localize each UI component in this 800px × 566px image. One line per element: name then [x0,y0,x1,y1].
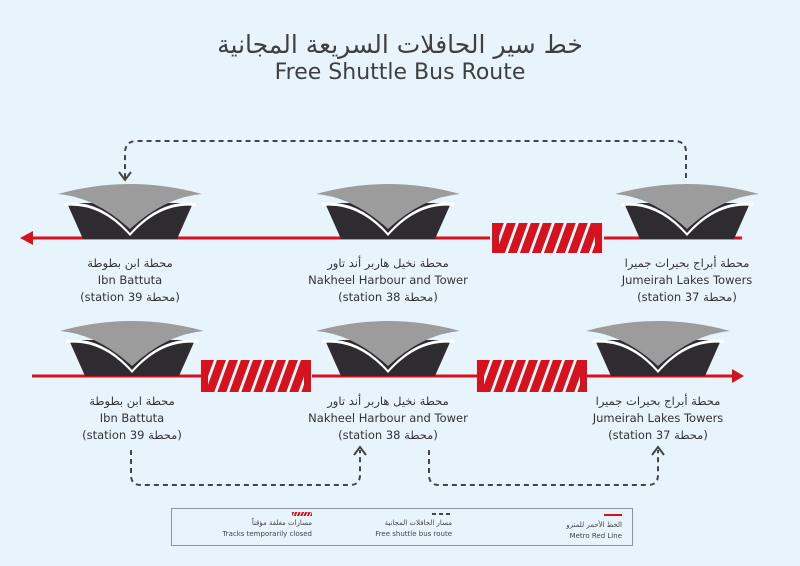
closed-track-row2-a [201,360,311,392]
hatch-swatch-icon [292,512,312,516]
row-1 [20,140,759,253]
station-icon-nakheel [316,184,460,239]
dashed-swatch-icon [432,513,452,515]
arrow-down-icon [118,171,132,182]
arrow-up-icon [353,445,367,456]
station-label-jlt: محطة أبراج بحيرات جميرا Jumeirah Lakes T… [621,256,753,304]
closed-track-row1 [492,223,602,253]
station-label-nakheel: محطة نخيل هاربر أند تاور Nakheel Harbour… [308,256,468,304]
station-label-ibn-battuta: محطة ابن بطوطة Ibn Battuta (station 39 م… [80,256,180,304]
shuttle-route-row1 [124,140,687,178]
station-icon-jlt-2 [586,321,730,376]
arrow-up-icon [651,445,665,456]
row-2 [32,321,744,486]
station-icon-jlt [615,184,759,239]
legend: مسارات مغلقة مؤقتاً Tracks temporarily c… [171,508,633,546]
legend-metro-red-line: الخط الأحمر للمترو Metro Red Line [482,512,622,542]
legend-closed-tracks: مسارات مغلقة مؤقتاً Tracks temporarily c… [172,512,312,540]
shuttle-route-row2-a [130,450,361,486]
station-label-nakheel-2: محطة نخيل هاربر أند تاور Nakheel Harbour… [308,394,468,442]
legend-shuttle-route: مسار الحافلات المجانية Free shuttle bus … [312,512,452,540]
closed-track-row2-b [477,360,587,392]
station-label-jlt-2: محطة أبراج بحيرات جميرا Jumeirah Lakes T… [592,394,724,442]
station-icon-ibn-battuta [58,184,202,239]
arrow-right-icon [732,369,744,383]
arrow-left-icon [20,231,33,245]
red-line-swatch-icon [604,514,622,516]
station-icon-ibn-battuta-2 [60,321,204,376]
shuttle-route-row2-b [428,450,659,486]
station-label-ibn-battuta-2: محطة ابن بطوطة Ibn Battuta (station 39 م… [82,394,182,442]
title-english: Free Shuttle Bus Route [274,60,526,85]
title-arabic: خط سير الحافلات السريعة المجانية [217,30,583,59]
station-icon-nakheel-2 [316,321,460,376]
